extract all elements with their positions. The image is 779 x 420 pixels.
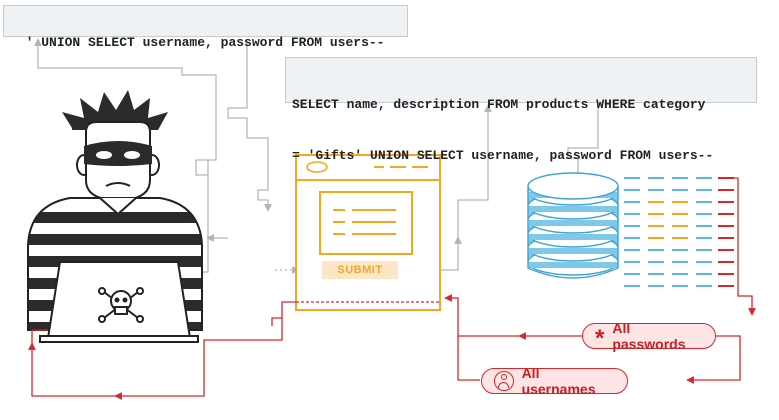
server-query-box: SELECT name, description FROM products W… bbox=[285, 57, 757, 163]
database-table-rows bbox=[624, 177, 734, 287]
attacker-payload-box: ' UNION SELECT username, password FROM u… bbox=[3, 5, 408, 50]
skull-crossbones-icon bbox=[98, 287, 144, 323]
server-query-line-1: SELECT name, description FROM products W… bbox=[292, 97, 706, 112]
all-usernames-badge: All usernames bbox=[481, 365, 628, 397]
all-passwords-badge: * All passwords bbox=[582, 320, 716, 352]
all-passwords-label: All passwords bbox=[612, 320, 686, 352]
database-icon bbox=[527, 172, 619, 279]
server-query-line-2: = 'Gifts' UNION SELECT username, passwor… bbox=[292, 148, 714, 163]
asterisk-icon: * bbox=[595, 325, 605, 352]
web-form-window bbox=[295, 154, 441, 311]
all-usernames-label: All usernames bbox=[521, 365, 596, 397]
submit-button[interactable]: SUBMIT bbox=[322, 261, 398, 279]
response-flow-lines bbox=[28, 177, 756, 400]
request-flow-lines bbox=[34, 38, 599, 274]
user-icon bbox=[494, 371, 514, 391]
attacker-payload-text: ' UNION SELECT username, password FROM u… bbox=[25, 35, 385, 50]
